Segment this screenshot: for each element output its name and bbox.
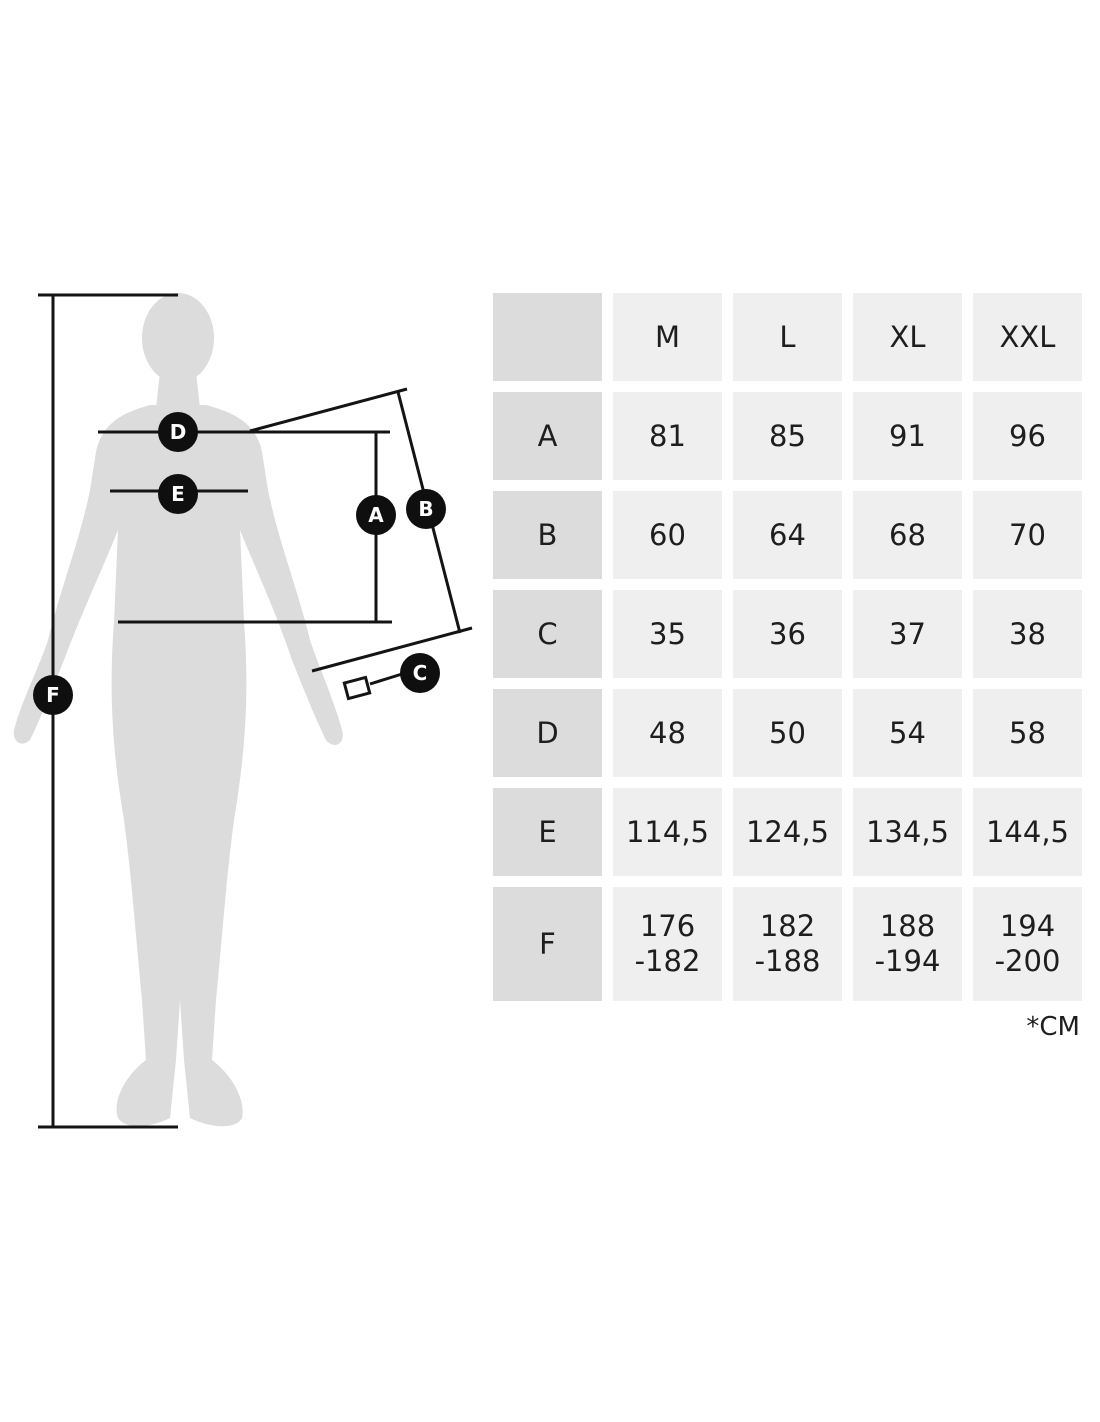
body-diagram: D E A B C F (13, 293, 473, 1129)
row-header-e: E (493, 788, 602, 876)
cell-line: -200 (994, 944, 1061, 978)
table-cell: 194 -200 (973, 887, 1082, 1001)
marker-A: A (356, 495, 396, 535)
table-cell: 54 (853, 689, 962, 777)
table-cell: 35 (613, 590, 722, 678)
table-row: A 81 85 91 96 (493, 392, 1082, 480)
table-cell: 70 (973, 491, 1082, 579)
table-row: C 35 36 37 38 (493, 590, 1082, 678)
table-cell: 50 (733, 689, 842, 777)
table-cell: 124,5 (733, 788, 842, 876)
marker-E: E (158, 474, 198, 514)
table-cell: 182 -188 (733, 887, 842, 1001)
row-header-a: A (493, 392, 602, 480)
table-cell: 36 (733, 590, 842, 678)
table-cell: 188 -194 (853, 887, 962, 1001)
table-row: D 48 50 54 58 (493, 689, 1082, 777)
table-cell: 48 (613, 689, 722, 777)
head-shape (142, 293, 214, 383)
table-row: F 176 -182 182 -188 188 -194 194 -200 (493, 887, 1082, 1001)
measurement-lines (38, 293, 473, 1129)
table-cell: 91 (853, 392, 962, 480)
table-cell: 64 (733, 491, 842, 579)
unit-note: *CM (1026, 1012, 1080, 1042)
marker-C: C (400, 653, 440, 693)
cuff-connector-line (369, 672, 403, 686)
table-cell: 60 (613, 491, 722, 579)
table-row: E 114,5 124,5 134,5 144,5 (493, 788, 1082, 876)
torso-and-limbs-shape (13, 405, 343, 1127)
body-measurement-figure: D E A B C F (0, 0, 500, 1422)
body-silhouette (13, 293, 343, 1127)
row-header-b: B (493, 491, 602, 579)
marker-F: F (33, 675, 73, 715)
column-header-xxl: XXL (973, 293, 1082, 381)
cuff-line (311, 626, 473, 673)
table-cell: 96 (973, 392, 1082, 480)
table-corner-cell (493, 293, 602, 381)
svg-text:B: B (418, 497, 433, 521)
size-chart-table: M L XL XXL A 81 85 91 96 B 60 64 68 70 C… (482, 282, 1093, 1012)
cell-line: 182 (759, 909, 816, 943)
table-cell: 81 (613, 392, 722, 480)
sleeve-top-line (249, 387, 408, 433)
svg-text:A: A (368, 503, 384, 527)
table-cell: 58 (973, 689, 1082, 777)
table-cell: 114,5 (613, 788, 722, 876)
table-header-row: M L XL XXL (493, 293, 1082, 381)
cell-line: 194 (999, 909, 1056, 943)
cell-line: -194 (874, 944, 941, 978)
table-cell: 176 -182 (613, 887, 722, 1001)
table-cell: 134,5 (853, 788, 962, 876)
marker-D: D (158, 412, 198, 452)
column-header-xl: XL (853, 293, 962, 381)
row-header-f: F (493, 887, 602, 1001)
table-cell: 68 (853, 491, 962, 579)
table-row: B 60 64 68 70 (493, 491, 1082, 579)
table-cell: 37 (853, 590, 962, 678)
row-header-c: C (493, 590, 602, 678)
svg-text:F: F (46, 683, 60, 707)
row-header-d: D (493, 689, 602, 777)
cuff-box (342, 675, 372, 701)
column-header-m: M (613, 293, 722, 381)
table-cell: 144,5 (973, 788, 1082, 876)
cell-line: -182 (634, 944, 701, 978)
table-cell: 38 (973, 590, 1082, 678)
svg-text:E: E (171, 482, 185, 506)
cell-line: -188 (754, 944, 821, 978)
table-cell: 85 (733, 392, 842, 480)
cell-line: 176 (639, 909, 696, 943)
svg-text:C: C (413, 661, 428, 685)
column-header-l: L (733, 293, 842, 381)
cell-line: 188 (879, 909, 936, 943)
marker-B: B (406, 489, 446, 529)
neck-shape (156, 372, 200, 408)
svg-text:D: D (170, 420, 187, 444)
